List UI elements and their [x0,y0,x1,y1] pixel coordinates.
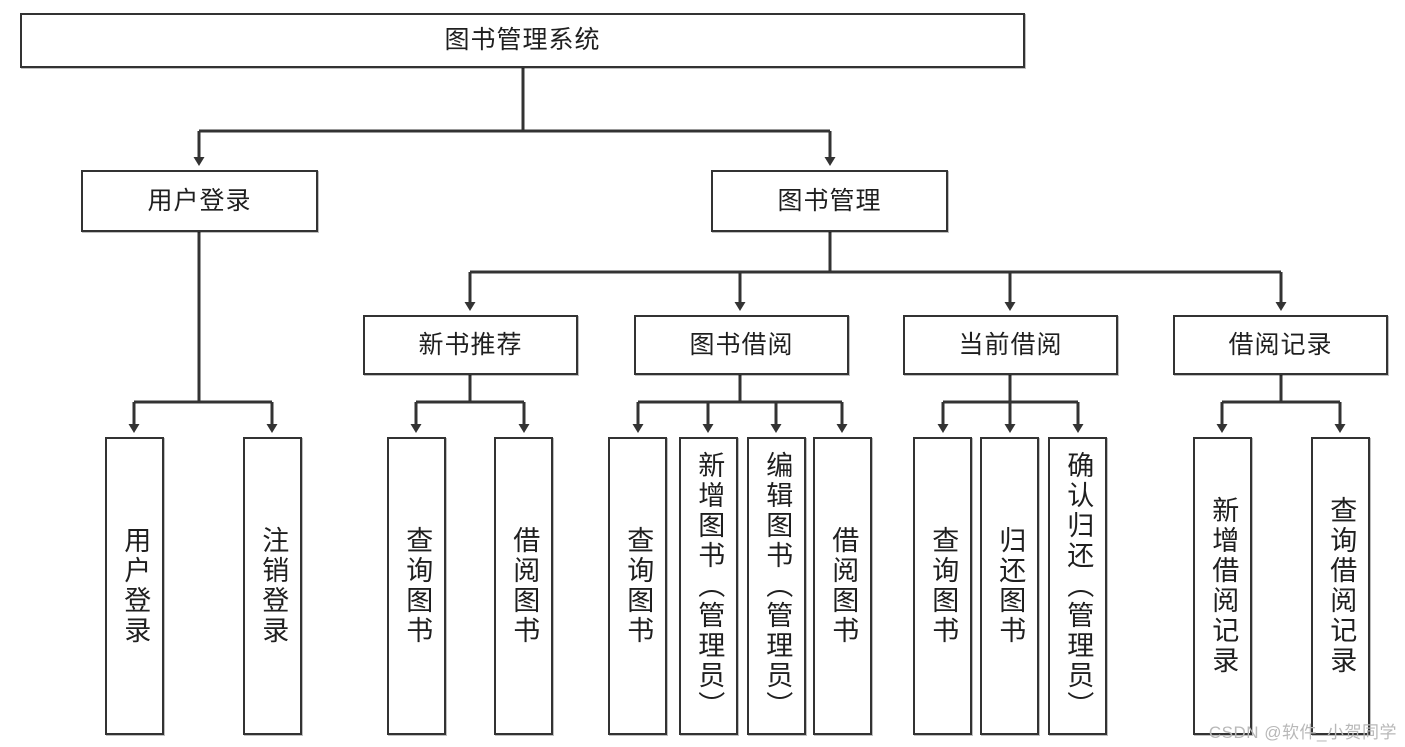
leaf-record-query-record[interactable]: 查询借阅记录 [1311,437,1370,735]
leaf-current-return-book[interactable]: 归还图书 [980,437,1039,735]
node-label: 图书管理系统 [444,26,601,55]
leaf-recommend-query-book[interactable]: 查询图书 [387,437,446,735]
node-label: 查询图书 [928,526,959,646]
node-label: 查询图书 [402,526,433,646]
node-new-book-recommend[interactable]: 新书推荐 [363,315,578,375]
leaf-borrow-borrow-book[interactable]: 借阅图书 [813,437,872,735]
leaf-current-query-book[interactable]: 查询图书 [913,437,972,735]
leaf-user-login-signin[interactable]: 用户登录 [105,437,164,735]
leaf-borrow-add-book[interactable]: 新增图书（管理员） [679,437,738,735]
node-book-borrow[interactable]: 图书借阅 [634,315,849,375]
node-root-system[interactable]: 图书管理系统 [20,13,1025,68]
node-label: 查询图书 [623,526,654,646]
node-label: 图书管理 [777,186,882,215]
node-label: 新书推荐 [418,330,523,359]
node-label: 借阅图书 [828,526,859,646]
node-label: 借阅记录 [1228,330,1333,359]
leaf-user-login-signout[interactable]: 注销登录 [243,437,302,735]
node-label: 图书借阅 [689,330,794,359]
node-user-login[interactable]: 用户登录 [81,170,318,232]
leaf-borrow-query-book[interactable]: 查询图书 [608,437,667,735]
leaf-record-add-record[interactable]: 新增借阅记录 [1193,437,1252,735]
leaf-borrow-edit-book[interactable]: 编辑图书（管理员） [747,437,806,735]
node-borrow-record[interactable]: 借阅记录 [1173,315,1388,375]
node-label: 归还图书 [995,526,1026,646]
leaf-current-confirm-return[interactable]: 确认归还（管理员） [1048,437,1107,735]
node-label: 借阅图书 [509,526,540,646]
node-label: 编辑图书（管理员） [762,451,793,721]
node-label: 注销登录 [258,526,289,646]
node-label: 查询借阅记录 [1326,496,1357,676]
leaf-recommend-borrow-book[interactable]: 借阅图书 [494,437,553,735]
node-label: 当前借阅 [958,330,1063,359]
node-current-borrow[interactable]: 当前借阅 [903,315,1118,375]
node-label: 用户登录 [120,526,151,646]
node-label: 新增图书（管理员） [694,451,725,721]
node-label: 用户登录 [147,186,252,215]
node-label: 新增借阅记录 [1208,496,1239,676]
node-label: 确认归还（管理员） [1063,451,1094,721]
node-book-management[interactable]: 图书管理 [711,170,948,232]
